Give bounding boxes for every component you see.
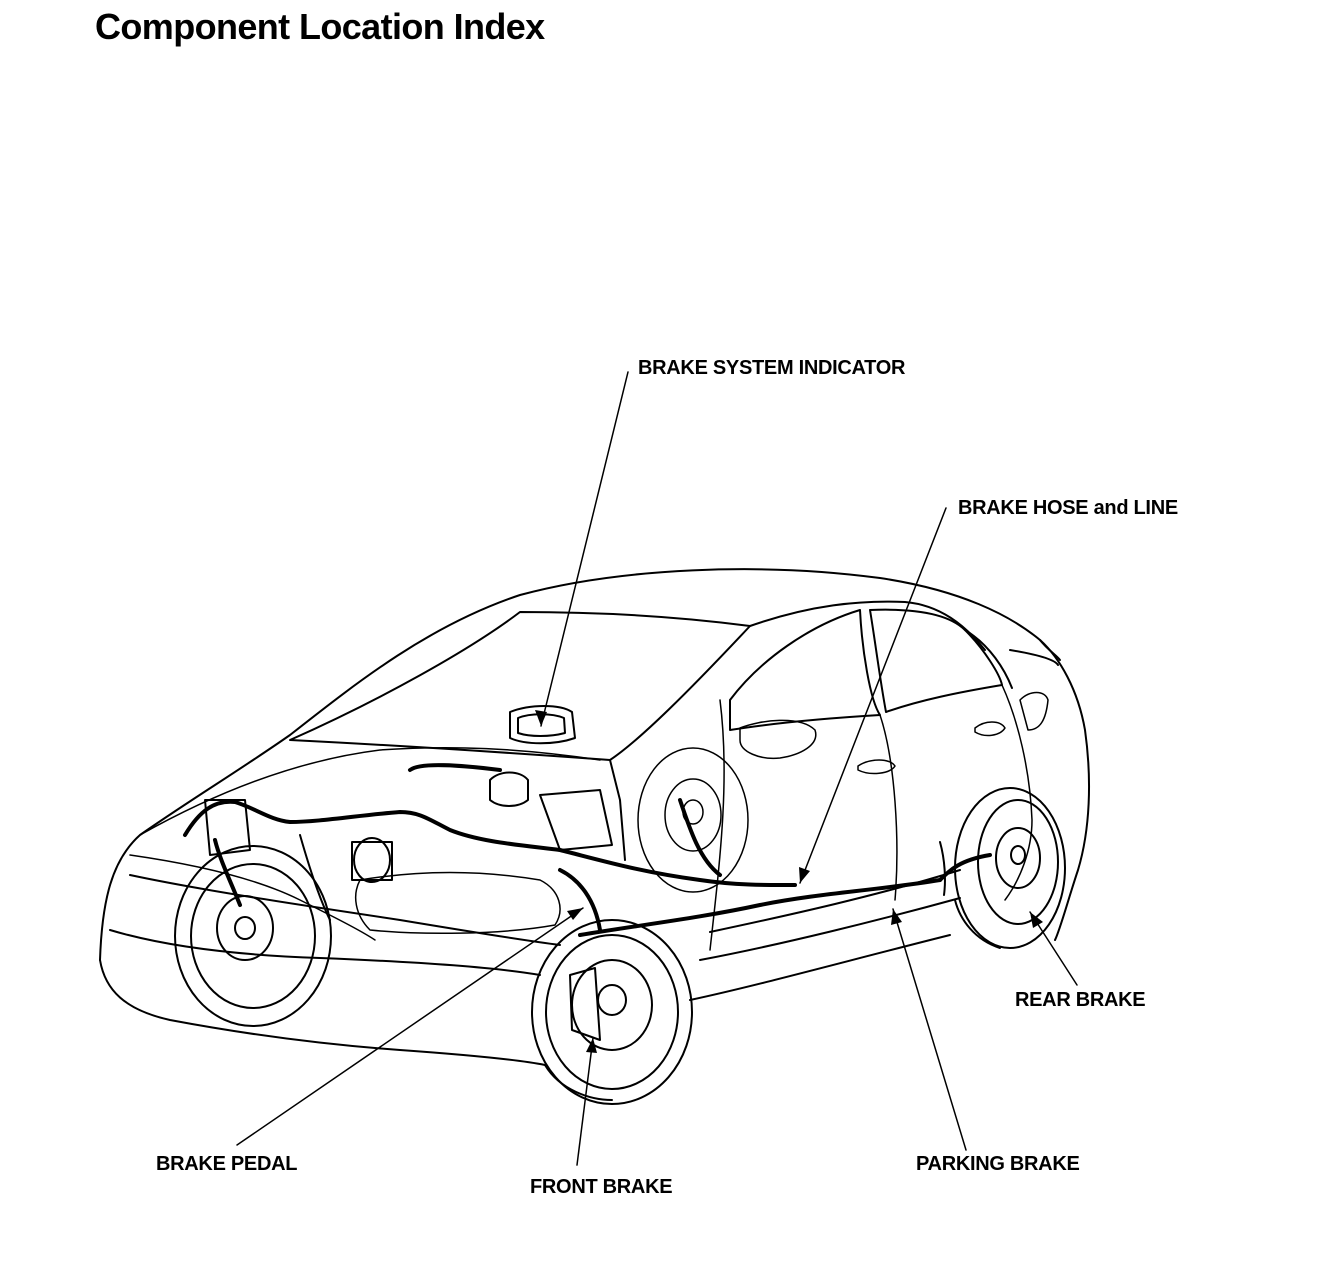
label-rear-brake: REAR BRAKE (1015, 989, 1146, 1011)
leader-lines (236, 371, 1078, 1166)
leader-arrowheads (535, 710, 1043, 1053)
label-brake-hose-and-line: BRAKE HOSE and LINE (958, 497, 1178, 519)
front-right-wheel (531, 919, 693, 1105)
page-title: Component Location Index (95, 6, 545, 47)
rear-right-wheel (954, 787, 1066, 949)
brake-lines (183, 763, 992, 937)
label-front-brake: FRONT BRAKE (530, 1176, 673, 1198)
label-parking-brake: PARKING BRAKE (916, 1153, 1080, 1175)
leader-brake-system-indicator (540, 371, 629, 727)
rear-left-wheel (637, 747, 749, 893)
car-hood (129, 746, 601, 941)
leader-parking-brake (892, 908, 967, 1151)
leader-brake-pedal (236, 907, 584, 1146)
instrument-cluster (509, 705, 576, 745)
front-left-wheel (174, 845, 332, 1027)
label-brake-system-indicator: BRAKE SYSTEM INDICATOR (638, 357, 906, 379)
leader-brake-hose-and-line (799, 507, 947, 884)
leader-front-brake (576, 1037, 594, 1166)
brake-lines-thin (204, 759, 946, 921)
car-doors (709, 684, 1049, 951)
label-brake-pedal: BRAKE PEDAL (156, 1153, 298, 1175)
car-body (99, 568, 1090, 1066)
car-glass (289, 600, 1013, 761)
brake-master-cylinder (351, 771, 613, 883)
